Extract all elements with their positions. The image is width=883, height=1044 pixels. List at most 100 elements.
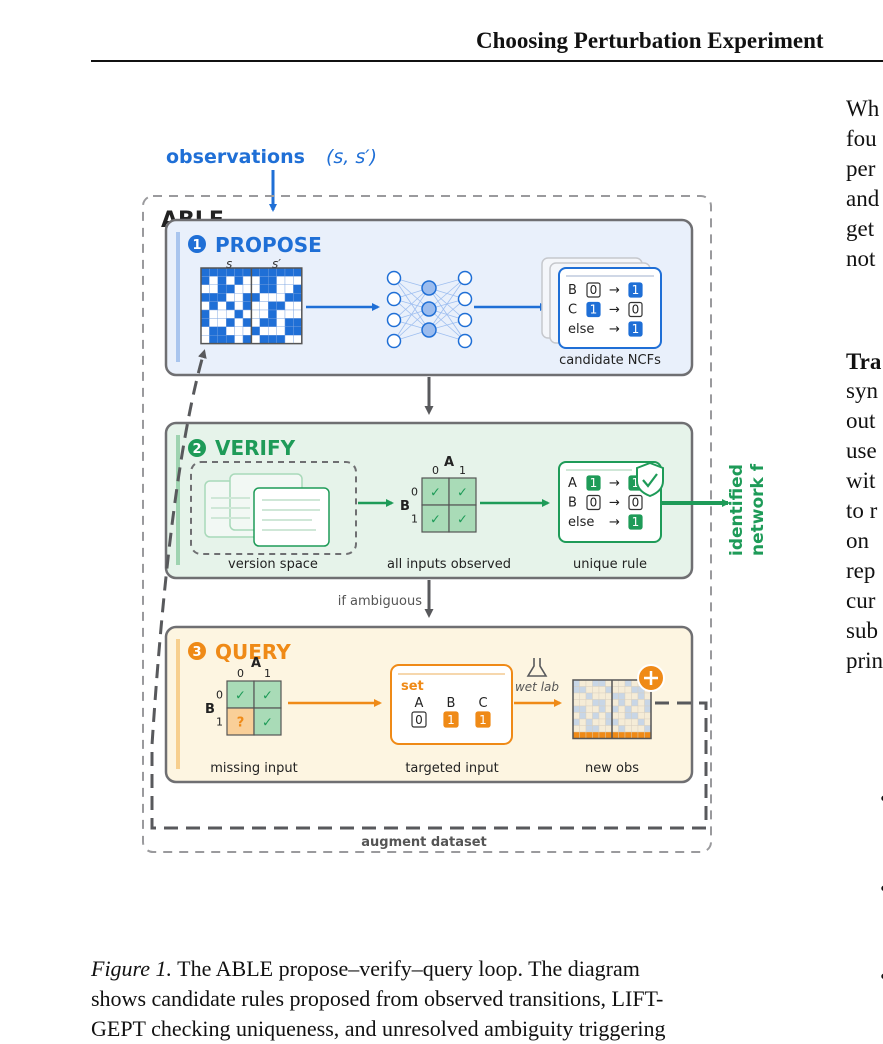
matrix-cell [276, 293, 286, 302]
matrix-cell [251, 326, 260, 336]
right-column-top: Wh fou per and get not [846, 94, 879, 274]
caption-line-1: Figure 1. The ABLE propose–verify–query … [91, 954, 793, 984]
s-prime-label: s′ [272, 257, 281, 271]
new-obs-cell [572, 679, 580, 687]
rule-output-value: 1 [632, 322, 640, 336]
caption-line-3: GEPT checking uniqueness, and unresolved… [91, 1016, 666, 1041]
matrix-cell [268, 276, 277, 285]
matrix-cell [217, 276, 227, 285]
rule-variable: B [568, 496, 577, 511]
matrix-cell [217, 293, 227, 302]
right-line: out [846, 408, 876, 433]
set-variable: A [415, 696, 424, 711]
matrix-cell [225, 276, 235, 285]
query-accent [176, 639, 180, 769]
new-obs-cell [585, 725, 593, 733]
new-obs-cell [592, 718, 600, 726]
matrix-cell [284, 309, 294, 319]
matrix-cell [284, 335, 294, 344]
nn-node [457, 333, 473, 349]
matrix-cell [242, 301, 252, 311]
rule-input-value: 1 [590, 476, 598, 490]
new-obs-cell [605, 712, 613, 720]
new-obs-cell [585, 699, 593, 707]
caption-line-1-text: The ABLE propose–verify–query loop. The … [177, 956, 640, 981]
observations-label: observations [166, 146, 305, 168]
new-obs-cell [611, 679, 619, 687]
matrix-cell [209, 335, 218, 344]
rule-input-value: 0 [590, 283, 598, 297]
new-obs-cell [631, 692, 639, 700]
matrix-cell [242, 326, 252, 336]
matrix-cell [276, 301, 286, 311]
matrix-cell [234, 284, 244, 294]
able-figure: observations (s, s′) ABLE 1 PROPOSE s s′… [142, 146, 768, 853]
nn-node [386, 312, 402, 328]
rule-input-box [586, 282, 601, 298]
new-obs-cell [624, 731, 632, 739]
matrix-cell [284, 284, 294, 294]
new-obs-cell [611, 731, 619, 739]
set-value: 1 [447, 713, 455, 727]
new-obs-cell [598, 699, 606, 707]
verify-accent [176, 435, 180, 565]
grid-left-var: B [205, 702, 215, 717]
new-obs-cell [585, 712, 593, 720]
matrix-cell [217, 318, 227, 327]
new-obs-cell [624, 686, 632, 694]
new-obs-cell [637, 718, 645, 726]
rule-output-value: 0 [632, 303, 640, 317]
matrix-cell [209, 301, 218, 311]
new-obs-cell [631, 725, 639, 733]
query-number-badge [188, 642, 206, 660]
rule-output-value: 0 [632, 496, 640, 510]
new-obs-cell [611, 692, 619, 700]
matrix-cell [234, 267, 244, 277]
new-obs-cell [637, 699, 645, 707]
rule-input-box [586, 494, 601, 511]
rule-output-value: 1 [632, 283, 640, 297]
new-obs-cell [572, 718, 580, 726]
matrix-cell [293, 267, 302, 277]
new-obs-cell [598, 686, 606, 694]
matrix-cell [276, 326, 286, 336]
set-value-box [411, 711, 427, 728]
set-variable: C [478, 696, 487, 711]
grid-row-1: 1 [411, 513, 418, 526]
new-obs-cell [592, 731, 600, 739]
new-obs-cell [618, 679, 626, 687]
matrix-cell [200, 318, 210, 327]
new-obs-cell [579, 679, 587, 687]
set-variable: B [447, 696, 456, 711]
rule-arrow: → [609, 515, 620, 530]
new-obs-cell [631, 679, 639, 687]
new-obs-cell [637, 731, 645, 739]
nn-node [386, 291, 402, 307]
matrix-cell [259, 276, 269, 285]
matrix-cell [234, 276, 244, 285]
grid-check-mark: ✓ [430, 513, 441, 528]
matrix-cell [200, 301, 210, 311]
matrix-cell [200, 309, 210, 319]
new-obs-cell [644, 725, 652, 733]
targeted-input-label: targeted input [405, 761, 498, 776]
flask-icon [526, 658, 548, 677]
matrix-cell [259, 301, 269, 311]
matrix-cell [209, 309, 218, 319]
new-obs-cell [611, 699, 619, 707]
matrix-cell [200, 284, 210, 294]
matrix-cell [284, 318, 294, 327]
new-obs-cell [624, 705, 632, 713]
caption-lead: Figure 1. [91, 956, 173, 981]
matrix-cell [251, 335, 260, 344]
propose-number: 1 [192, 238, 201, 253]
new-obs-cell [605, 686, 613, 694]
new-obs-cell [598, 705, 606, 713]
grid-cell [448, 504, 477, 533]
nn-node [421, 301, 437, 317]
matrix-cell [284, 326, 294, 336]
